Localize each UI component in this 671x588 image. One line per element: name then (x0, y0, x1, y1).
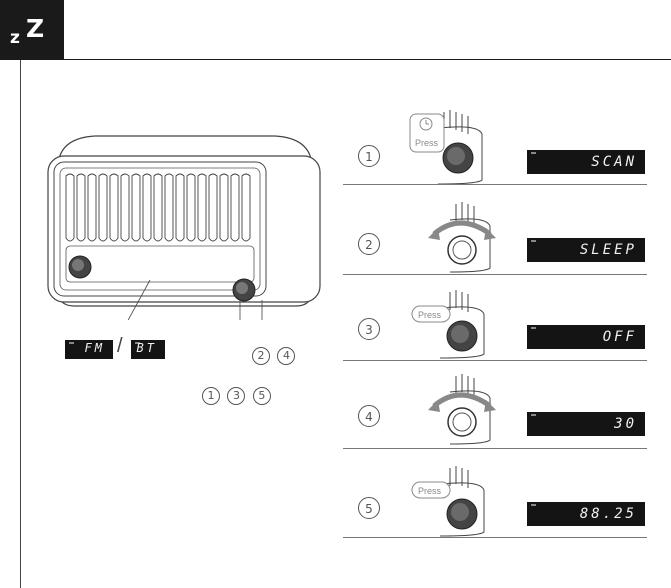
callout-number: 3 (227, 387, 246, 405)
step-number: 5 (358, 497, 380, 519)
step-number: 3 (358, 318, 380, 340)
display-indicator (69, 342, 74, 344)
knob-press-illustration: Press (409, 110, 483, 185)
sleep-zz-icon: z Z (0, 0, 64, 60)
row-divider (343, 274, 647, 275)
knob-callout-lower: 1 3 5 (202, 386, 274, 405)
step-number: 4 (358, 405, 380, 427)
callout-number: 2 (252, 347, 270, 365)
row-divider (343, 360, 647, 361)
bt-display-text: BT (136, 341, 157, 355)
step-display: SCAN (527, 150, 645, 174)
z-small-glyph: z (10, 28, 20, 48)
display-indicator (531, 152, 536, 154)
press-label: Press (415, 138, 439, 148)
knob-rotate-illustration (428, 374, 496, 445)
radio-illustration (47, 135, 321, 320)
display-indicator (135, 342, 140, 344)
step-display-text: SCAN (591, 154, 637, 170)
callout-number: 1 (202, 387, 220, 405)
display-indicator (531, 504, 536, 506)
row-divider (343, 448, 647, 449)
callout-number: 5 (252, 387, 271, 405)
fm-display: FM (65, 340, 113, 359)
knob-press-illustration: Press (411, 290, 485, 359)
step-display-text: 88.25 (579, 506, 637, 522)
step-display-text: 30 (614, 416, 637, 432)
step-display: 88.25 (527, 502, 645, 526)
header-rule (64, 59, 671, 60)
step-number: 1 (358, 145, 380, 167)
display-indicator (531, 414, 536, 416)
step-display: SLEEP (527, 238, 645, 262)
step-display-text: OFF (602, 329, 637, 345)
step-number: 2 (358, 233, 380, 255)
timer-icon (419, 117, 433, 131)
z-large-glyph: Z (26, 14, 45, 43)
knob-rotate-illustration (428, 202, 496, 273)
row-divider (343, 184, 647, 185)
rotate-knob-icon (428, 392, 496, 412)
mode-separator: / (117, 335, 123, 357)
rotate-knob-icon (428, 220, 496, 240)
knob-callout-upper: 2 4 (252, 346, 298, 365)
press-label: Press (418, 310, 442, 320)
bt-display: BT (131, 340, 165, 359)
press-label: Press (418, 486, 442, 496)
frame-left-rule (20, 60, 21, 588)
display-indicator (531, 327, 536, 329)
row-divider (343, 537, 647, 538)
step-display: 30 (527, 412, 645, 436)
step-display: OFF (527, 325, 645, 349)
display-indicator (531, 240, 536, 242)
callout-number: 4 (277, 347, 296, 365)
fm-display-text: FM (84, 341, 105, 355)
knob-press-illustration: Press (411, 466, 485, 537)
step-display-text: SLEEP (579, 242, 637, 258)
